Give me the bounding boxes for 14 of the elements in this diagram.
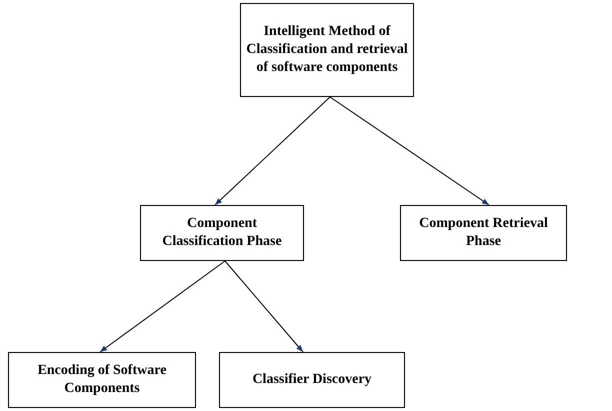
arrow: [224, 260, 304, 352]
box-label: Classifier Discovery: [252, 371, 372, 389]
arrow: [214, 96, 330, 206]
process-box: [240, 3, 414, 97]
box-label: Encoding of Software Components: [36, 362, 168, 398]
process-box: [140, 205, 304, 261]
process-box: [219, 352, 405, 408]
box-label: Component Classification Phase: [161, 215, 283, 251]
box-label: Intelligent Method of Classification and retrieval of software components: [245, 23, 409, 77]
arrow: [330, 96, 490, 206]
process-box: [8, 352, 196, 408]
arrow: [100, 260, 226, 352]
process-box: [400, 205, 567, 261]
box-label: Component Retrieval Phase: [418, 215, 549, 251]
